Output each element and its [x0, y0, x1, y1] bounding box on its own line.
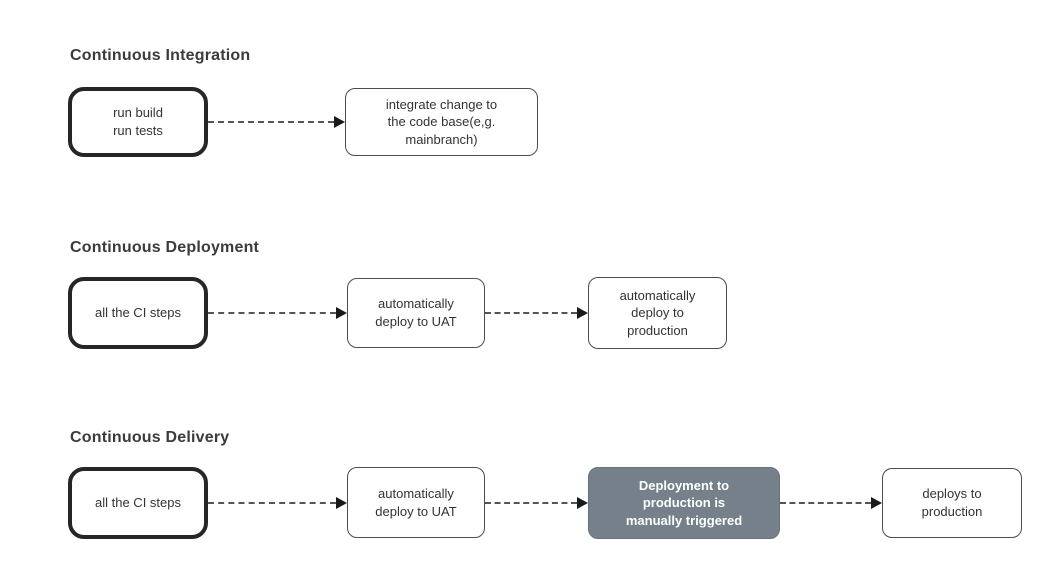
ci-run-build-tests-node: run build run tests [68, 87, 208, 157]
cdep-flow-arrow-2 [485, 307, 588, 319]
cdel-deploy-uat-node: automatically deploy to UAT [347, 467, 485, 538]
dashed-line [208, 502, 336, 504]
cdel-flow-arrow-3 [780, 497, 882, 509]
ci-flow-arrow-1 [208, 116, 345, 128]
dashed-line [485, 502, 577, 504]
cdel-flow-arrow-2 [485, 497, 588, 509]
arrowhead-icon [577, 307, 588, 319]
arrowhead-icon [577, 497, 588, 509]
dashed-line [208, 312, 336, 314]
cdel-ci-steps-node: all the CI steps [68, 467, 208, 539]
cdel-deploys-production-node: deploys to production [882, 468, 1022, 538]
cdel-flow-arrow-1 [208, 497, 347, 509]
cdep-deploy-uat-node: automatically deploy to UAT [347, 278, 485, 348]
continuous-integration-heading: Continuous Integration [70, 47, 251, 64]
arrowhead-icon [336, 307, 347, 319]
dashed-line [208, 121, 334, 123]
arrowhead-icon [334, 116, 345, 128]
dashed-line [780, 502, 871, 504]
cdep-flow-arrow-1 [208, 307, 347, 319]
cdep-deploy-production-node: automatically deploy to production [588, 277, 727, 349]
cdep-ci-steps-node: all the CI steps [68, 277, 208, 349]
arrowhead-icon [871, 497, 882, 509]
cdel-manual-trigger-node: Deployment to production is manually tri… [588, 467, 780, 539]
continuous-delivery-heading: Continuous Delivery [70, 429, 230, 446]
dashed-line [485, 312, 577, 314]
arrowhead-icon [336, 497, 347, 509]
continuous-deployment-heading: Continuous Deployment [70, 239, 260, 256]
ci-integrate-change-node: integrate change to the code base(e,g. m… [345, 88, 538, 156]
